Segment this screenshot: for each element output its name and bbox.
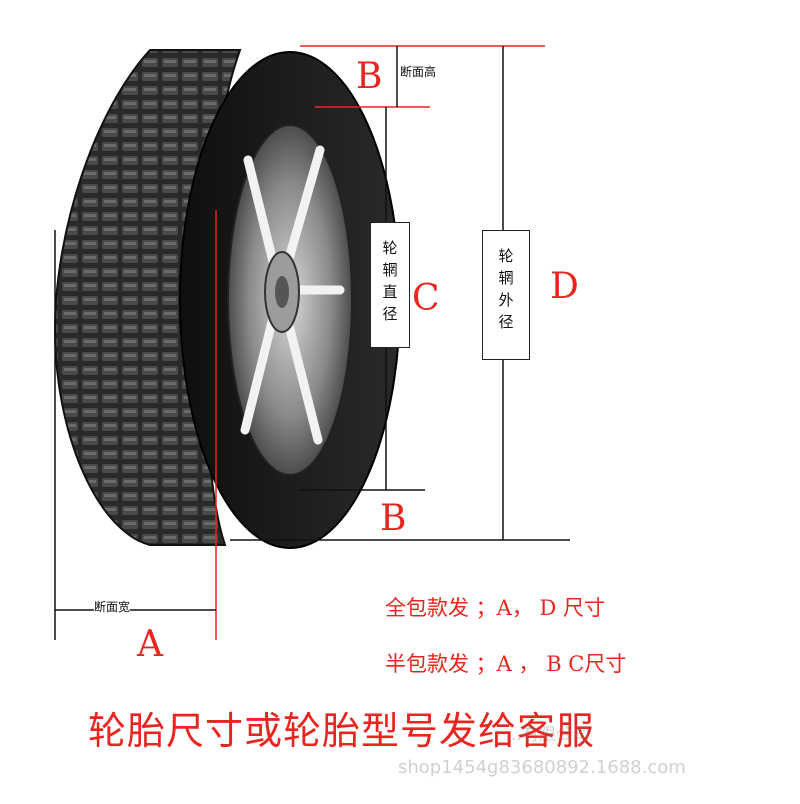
watermark-shop-url: shop1454g83680892.1688.com <box>398 757 686 778</box>
section-height-label: 断面高 <box>400 63 437 80</box>
rim-outer-box: 轮 辋 外 径 <box>482 230 530 360</box>
rim-outer-char: 径 <box>498 313 514 331</box>
half-wrap-note: 半包款发 ；A ， B C尺寸 <box>385 652 627 676</box>
letter-a: A <box>136 624 164 665</box>
instruction-title: 轮胎尺寸或轮胎型号发给客服 <box>88 709 596 753</box>
letter-d: D <box>550 266 579 307</box>
rim-diameter-box: 轮 辋 直 径 <box>370 222 410 348</box>
rim-diameter-char: 辋 <box>382 261 398 279</box>
tire-illustration <box>53 49 401 549</box>
rim-diameter-char: 径 <box>382 305 398 323</box>
rim-outer-char: 轮 <box>498 247 514 265</box>
rim-diameter-char: 轮 <box>382 239 398 257</box>
watermark-company: …有限公司 <box>505 725 590 745</box>
section-width-label: 断面宽 <box>94 598 131 615</box>
rim-outer-char: 外 <box>498 291 514 309</box>
letter-b-top: B <box>356 56 382 97</box>
letter-b-bottom: B <box>380 498 406 539</box>
full-wrap-note: 全包款发 ；A， D 尺寸 <box>385 596 606 620</box>
rim-diameter-char: 直 <box>382 283 398 301</box>
rim-outer-char: 辋 <box>498 269 514 287</box>
hub-center <box>275 276 289 308</box>
letter-c: C <box>412 278 440 319</box>
